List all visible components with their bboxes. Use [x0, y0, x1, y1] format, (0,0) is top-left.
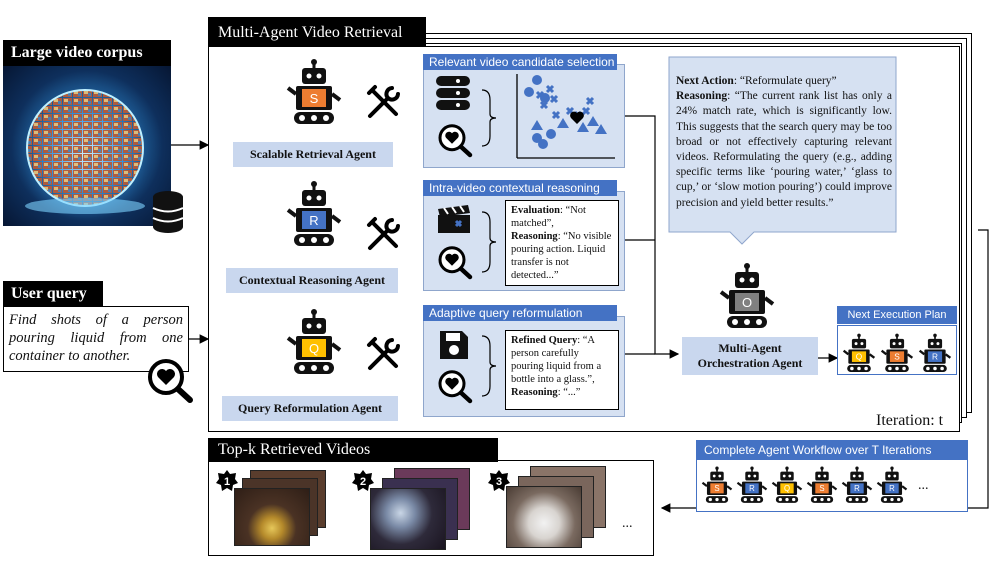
rank-badge-2: 2 [352, 470, 374, 497]
workflow-robot-icon-3: S [806, 467, 838, 504]
intra-reason-key: Reasoning [511, 231, 558, 242]
reformulation-tools-icon [366, 336, 402, 377]
heart-search-icon [146, 357, 194, 408]
workflow-robot-letter-1: R [749, 485, 755, 494]
workflow-robot-icon-2: Q [771, 467, 803, 504]
user-query-box: Find shots of a person pouring liquid fr… [3, 306, 189, 372]
video-thumb-3 [506, 486, 582, 548]
reform-reason-key: Reasoning [511, 387, 558, 398]
corpus-title: Large video corpus [3, 40, 171, 66]
next-plan-robot-letter-0: Q [856, 353, 863, 362]
topk-frame [208, 460, 654, 556]
reform-refined-key: Refined Query [511, 335, 578, 346]
contextual-agent-label: Contextual Reasoning Agent [226, 268, 398, 293]
workflow-sequence: S R Q S R R... [700, 464, 964, 508]
rank-badge-2-text: 2 [360, 476, 366, 488]
workflow-robot-letter-2: Q [784, 485, 790, 494]
contextual-robot-letter: R [309, 213, 318, 228]
intra-eval-value: : “Not matched”, [511, 205, 586, 229]
video-thumb-1 [234, 488, 310, 546]
iteration-text: Iteration: t [876, 412, 944, 429]
intra-evaluation-note: Evaluation: “Not matched”, Reasoning: “N… [505, 200, 619, 286]
workflow-robot-icon-5: R [876, 467, 908, 504]
reformulation-agent-label: Query Reformulation Agent [222, 396, 398, 421]
scalable-tools-icon [366, 84, 402, 125]
rank-badge-1: 1 [216, 470, 238, 497]
next-plan-robot-icon-2: R [918, 333, 952, 373]
reformulation-robot-letter: Q [309, 341, 319, 356]
heart-search-icon-intra [437, 244, 473, 285]
topk-ellipsis: ... [622, 516, 633, 531]
workflow-robot-letter-4: R [854, 485, 860, 494]
workflow-title: Complete Agent Workflow over T Iteration… [696, 440, 968, 460]
workflow-robot-icon-4: R [841, 467, 873, 504]
user-query-text: Find shots of a person pouring liquid fr… [9, 312, 183, 364]
next-plan-robot-icon-0: Q [842, 333, 876, 373]
orchestration-robot-icon: O [717, 262, 777, 337]
scalable-robot-letter: S [310, 91, 319, 106]
clapperboard-icon [436, 205, 472, 240]
heart-search-icon-candidate [437, 122, 473, 163]
intra-bracket [481, 211, 497, 273]
save-disk-icon [438, 329, 470, 366]
reformulation-robot-icon: Q [284, 308, 344, 383]
workflow-robot-letter-0: S [714, 485, 719, 494]
workflow-robot-icon-1: R [736, 467, 768, 504]
workflow-robot-letter-5: R [889, 485, 895, 494]
main-title: Multi-Agent Video Retrieval [208, 17, 426, 47]
video-corpus-globe-image [3, 66, 171, 226]
video-thumb-2 [370, 488, 446, 550]
speech-bubble-shape [668, 56, 897, 245]
next-plan-robot-icon-1: S [880, 333, 914, 373]
reform-reason-value: : “...” [557, 387, 581, 398]
speech-next-action-key: Next Action [676, 75, 734, 87]
workflow-ellipsis: ... [918, 478, 929, 493]
speech-reasoning-key: Reasoning [676, 90, 728, 103]
reform-panel-title: Adaptive query reformulation [423, 305, 617, 321]
rank-badge-1-text: 1 [224, 476, 230, 488]
topk-title: Top-k Retrieved Videos [208, 438, 498, 462]
workflow-robot-icon-0: S [701, 467, 733, 504]
intra-eval-key: Evaluation [511, 205, 561, 216]
intra-panel-title: Intra-video contextual reasoning [423, 180, 617, 196]
workflow-robot-letter-3: S [819, 485, 824, 494]
reform-refined-note: Refined Query: “A person carefully pouri… [505, 330, 619, 410]
database-icon [150, 190, 186, 239]
reform-refined-value: : “A person carefully pouring liquid fro… [511, 335, 602, 385]
next-plan-robot-letter-1: S [894, 353, 900, 362]
reform-bracket [481, 335, 497, 397]
user-query-title: User query [3, 281, 103, 307]
contextual-robot-icon: R [284, 180, 344, 255]
candidate-scatter-plot [511, 72, 616, 167]
next-plan-robot-letter-2: R [932, 353, 938, 362]
rank-badge-3: 3 [488, 470, 510, 497]
database-stack-icon [434, 74, 472, 119]
next-plan-title: Next Execution Plan [837, 306, 957, 324]
orchestration-robot-letter: O [742, 295, 752, 310]
rank-badge-3-text: 3 [496, 476, 502, 488]
contextual-tools-icon [366, 216, 402, 257]
heart-search-icon-reform [437, 368, 473, 409]
orchestration-agent-label: Multi-Agent Orchestration Agent [682, 337, 818, 375]
candidate-panel-title: Relevant video candidate selection [423, 54, 617, 70]
speech-bubble-text: Next Action: “Reformulate query” Reasoni… [676, 74, 892, 211]
intra-reason-value: : “No visible pouring action. Liquid tra… [511, 231, 612, 281]
scalable-robot-icon: S [284, 58, 344, 133]
speech-next-action-value: : “Reformulate query” [733, 75, 837, 87]
candidate-bracket [481, 89, 497, 147]
iteration-label: Iteration: t [876, 412, 943, 430]
scalable-agent-label: Scalable Retrieval Agent [233, 142, 393, 167]
speech-reasoning-value: : “The current rank list has only a 24% … [676, 90, 892, 209]
